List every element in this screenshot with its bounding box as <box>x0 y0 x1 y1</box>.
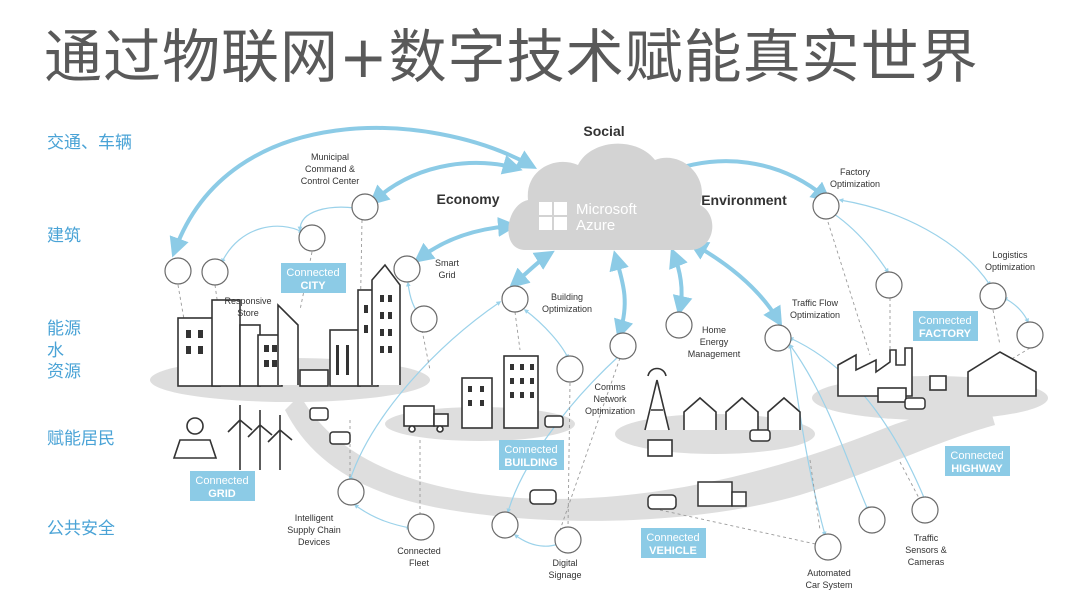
svg-text:BUILDING: BUILDING <box>504 457 557 469</box>
svg-text:Connected: Connected <box>504 444 557 456</box>
svg-text:Connected: Connected <box>950 450 1003 462</box>
pillar-economy: Economy <box>436 191 499 207</box>
device-links <box>221 198 1029 547</box>
network-node-icon <box>609 332 637 360</box>
chip-icon <box>554 526 582 554</box>
chip-icon <box>911 496 939 524</box>
side-label-energy: 能源 <box>47 319 81 339</box>
factory <box>837 347 1037 403</box>
network-node-icon <box>556 355 584 383</box>
badge-city: Connected CITY <box>281 263 346 293</box>
azure-cloud: Microsoft Azure <box>508 143 713 250</box>
slide-title: 通过物联网+数字技术赋能真实世界 <box>44 23 979 91</box>
badge-grid: Connected GRID <box>190 471 255 501</box>
chip-icon <box>979 282 1007 310</box>
network-node-icon <box>407 513 435 541</box>
side-label-water: 水 <box>47 341 64 361</box>
svg-text:VEHICLE: VEHICLE <box>649 545 697 557</box>
svg-text:HIGHWAY: HIGHWAY <box>951 463 1003 475</box>
houses <box>644 367 801 457</box>
badge-highway: Connected HIGHWAY <box>945 446 1010 476</box>
side-label-building: 建筑 <box>47 226 81 246</box>
svg-text:CITY: CITY <box>300 280 326 292</box>
side-label-public-safety: 公共安全 <box>47 519 115 539</box>
network-node-icon <box>812 192 840 220</box>
network-node-icon <box>764 324 792 352</box>
network-node-icon <box>298 224 326 252</box>
network-node-icon <box>393 255 421 283</box>
svg-text:Connected: Connected <box>918 315 971 327</box>
network-node-icon <box>410 305 438 333</box>
network-node-icon <box>491 511 519 539</box>
chip-icon <box>337 478 365 506</box>
windows-logo-icon <box>539 202 567 230</box>
network-node-icon <box>875 271 903 299</box>
node-icons <box>164 192 1044 561</box>
city-buildings <box>177 263 401 387</box>
network-node-icon <box>501 285 529 313</box>
svg-text:GRID: GRID <box>208 488 236 500</box>
svg-text:Connected: Connected <box>286 267 339 279</box>
network-node-icon <box>164 257 192 285</box>
cloud-brand-line2: Azure <box>576 217 615 234</box>
energy-grid <box>172 405 293 470</box>
cloud-arrows <box>169 125 832 340</box>
city-windows <box>186 295 392 375</box>
svg-text:FACTORY: FACTORY <box>919 328 972 340</box>
vehicles <box>309 397 926 510</box>
badge-vehicle: Connected VEHICLE <box>641 528 706 558</box>
badge-building: Connected BUILDING <box>499 440 564 470</box>
pillar-social: Social <box>583 123 624 139</box>
pillar-environment: Environment <box>701 192 787 208</box>
cloud-brand-line1: Microsoft <box>576 201 638 218</box>
svg-text:Connected: Connected <box>195 475 248 487</box>
network-node-icon <box>858 506 886 534</box>
side-label-resources: 资源 <box>47 362 81 382</box>
chip-icon <box>814 533 842 561</box>
building-windows <box>468 364 534 406</box>
side-label-transport: 交通、车辆 <box>47 133 132 153</box>
svg-text:Connected: Connected <box>646 532 699 544</box>
network-node-icon <box>665 311 693 339</box>
side-label-residents: 赋能居民 <box>47 429 115 449</box>
badge-factory: Connected FACTORY <box>913 311 978 341</box>
network-node-icon <box>1016 321 1044 349</box>
network-node-icon <box>351 193 379 221</box>
network-node-icon <box>201 258 229 286</box>
